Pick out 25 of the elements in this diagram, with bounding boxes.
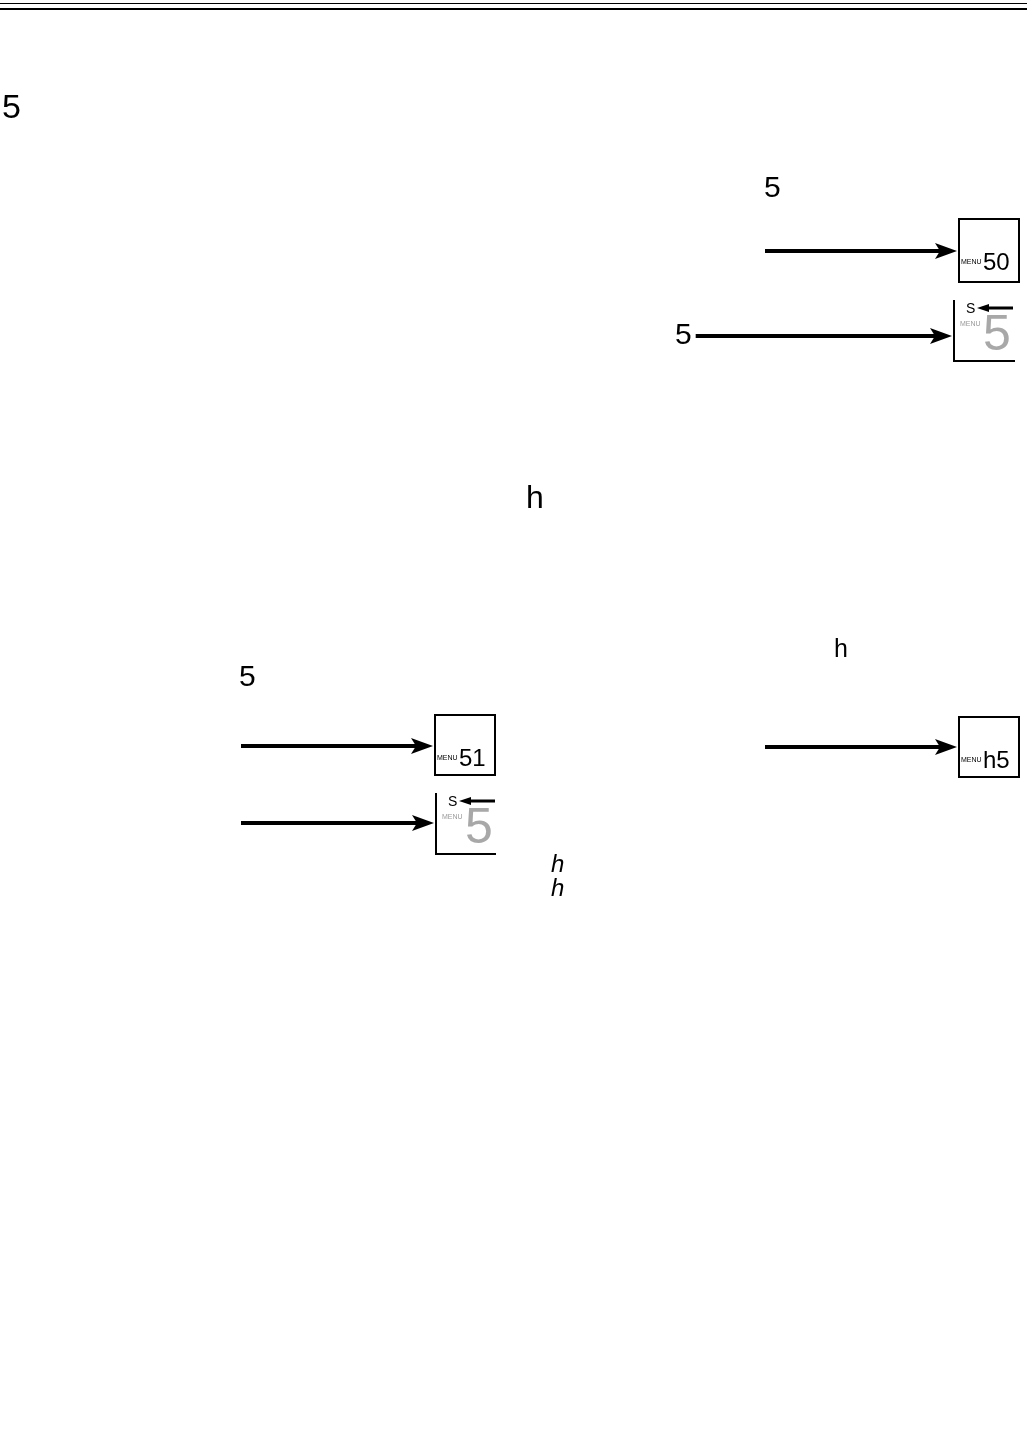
arrow — [695, 328, 952, 344]
display-readout: h5 — [983, 748, 1010, 772]
lcd-display — [434, 714, 496, 776]
segment-letter: S — [448, 794, 458, 808]
lcd-character: 5 — [239, 661, 256, 691]
lcd-character: h — [526, 481, 544, 513]
lcd-display-corner — [953, 300, 1015, 362]
lcd-character: h — [551, 852, 565, 876]
lcd-character: 5 — [764, 172, 781, 202]
lcd-character: h — [834, 636, 848, 661]
lcd-display — [958, 218, 1020, 283]
lcd-display — [958, 716, 1020, 778]
arrow — [765, 739, 957, 755]
arrow — [241, 815, 434, 831]
lcd-character: 5 — [2, 89, 21, 123]
arrow — [241, 738, 433, 754]
display-readout: 50 — [983, 250, 1010, 274]
lcd-character: h — [551, 876, 565, 900]
display-readout: 51 — [459, 746, 486, 770]
lcd-character: 5 — [675, 319, 692, 349]
arrow — [765, 243, 957, 259]
segment-letter: S — [966, 301, 976, 315]
display-readout: 5 — [983, 308, 1011, 358]
display-readout: 5 — [465, 801, 493, 851]
lcd-display-corner — [435, 793, 496, 855]
